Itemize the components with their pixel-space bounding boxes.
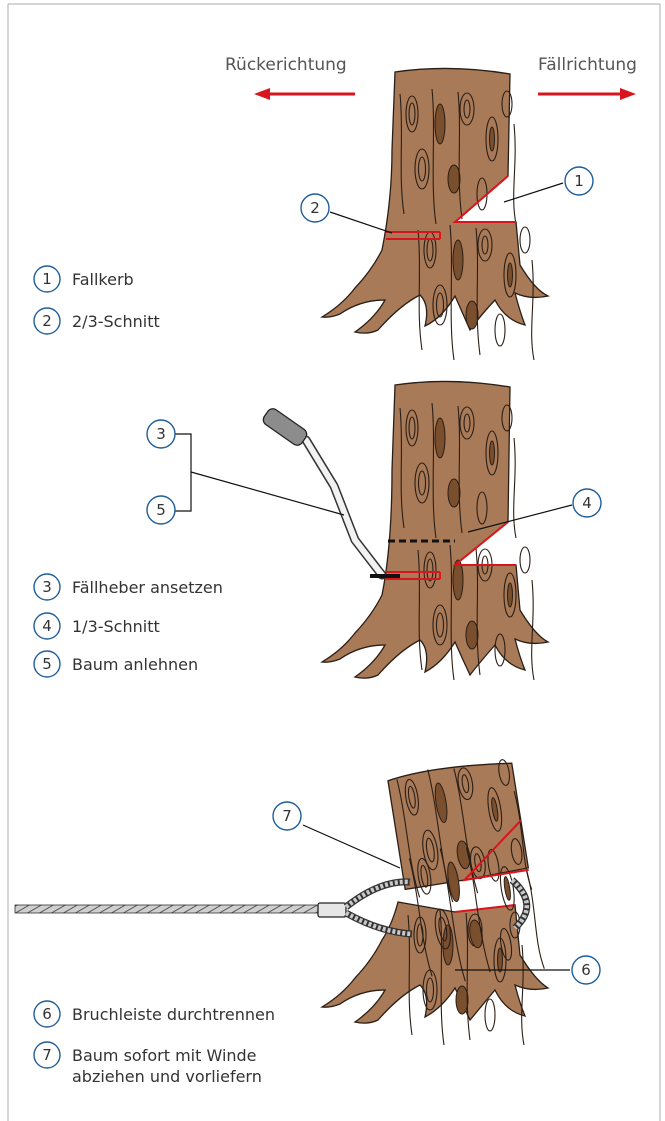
callout-6: 6 [571,955,601,985]
callout-6-number: 6 [581,961,591,979]
tree-stump-icon [320,67,551,361]
legend-text-2: 2/3-Schnitt [72,312,160,331]
legend-text-4: 1/3-Schnitt [72,617,160,636]
callout-2-leader [329,211,393,234]
legend-item-2: 2 2/3-Schnitt [33,307,160,335]
legend-item-4: 4 1/3-Schnitt [33,612,160,640]
direction-left-label: Rückerichtung [225,55,347,75]
falling-trunk [387,755,545,988]
legend-number-2: 2 [42,312,52,330]
callout-2: 2 [300,193,330,223]
legend-number-3: 3 [42,578,52,596]
arrow-left-icon [254,88,355,100]
callout-1-leader [503,182,564,203]
callout-4: 4 [572,488,602,518]
legend-text-5: Baum anlehnen [72,655,198,674]
winch-cable-icon [14,877,531,938]
callout-1: 1 [564,166,594,196]
legend-item-1: 1 Fallkerb [33,265,134,293]
legend-number-4: 4 [42,617,52,635]
legend-text-7-line1: Baum sofort mit Winde [72,1046,257,1065]
legend-number-7: 7 [42,1046,52,1064]
callout-bracket [175,433,345,516]
legend-text-1: Fallkerb [72,270,134,289]
callout-5-number: 5 [156,501,166,519]
tree-stump-icon [320,380,550,681]
callout-3: 3 [146,419,176,449]
legend-item-5: 5 Baum anlehnen [33,650,198,678]
callout-4-leader [467,504,573,533]
tree-stump-icon [320,901,550,1046]
arrow-right-icon [538,88,636,100]
legend-item-6: 6 Bruchleiste durchtrennen [33,1000,275,1028]
callout-7-number: 7 [282,807,292,825]
legend-text-6: Bruchleiste durchtrennen [72,1005,275,1024]
callout-7-leader [302,824,401,869]
callout-1-number: 1 [574,172,584,190]
callout-5: 5 [146,495,176,525]
legend-item-7: 7 Baum sofort mit Winde abziehen und vor… [33,1041,262,1086]
callout-4-number: 4 [582,494,592,512]
callout-7: 7 [272,801,302,831]
legend-number-5: 5 [42,655,52,673]
callout-3-number: 3 [156,425,166,443]
legend-number-1: 1 [42,270,52,288]
legend-text-3: Fällheber ansetzen [72,578,223,597]
legend-number-6: 6 [42,1005,52,1023]
legend-text-7-line2: abziehen und vorliefern [72,1067,262,1086]
legend-item-3: 3 Fällheber ansetzen [33,573,223,601]
felling-lever-icon [262,408,400,580]
direction-right-label: Fällrichtung [538,55,637,75]
callout-2-number: 2 [310,199,320,217]
